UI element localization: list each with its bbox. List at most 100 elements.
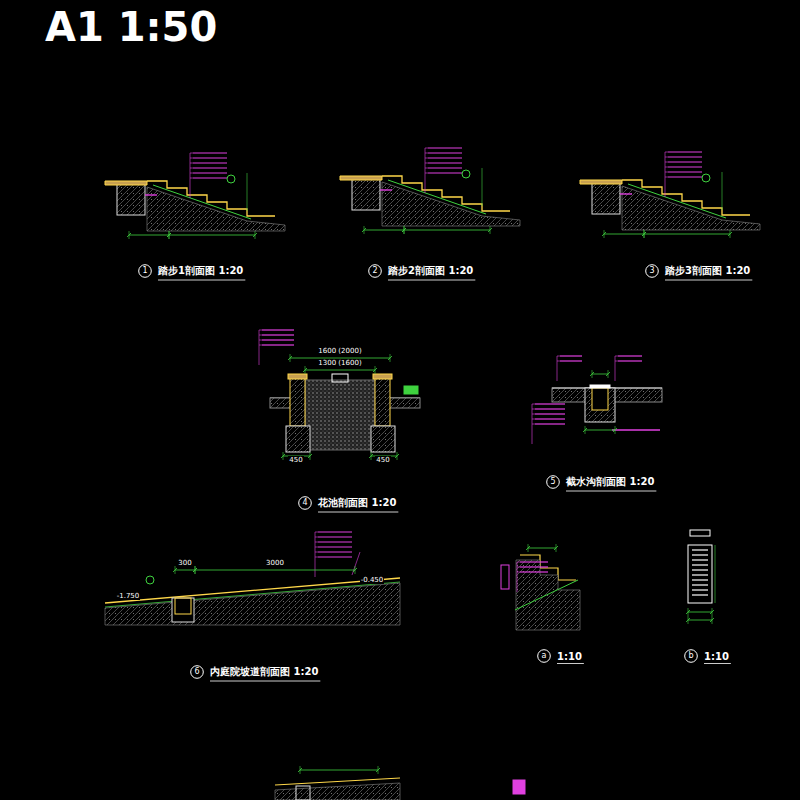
drawing-line — [105, 181, 147, 185]
drawing-line — [665, 152, 666, 197]
drawing-line — [318, 541, 352, 542]
drawing-line — [175, 566, 176, 574]
section-heading: 1:10 — [557, 651, 582, 662]
drawing-block — [117, 183, 145, 215]
drawing-line — [262, 344, 294, 345]
drawing-line — [704, 663, 731, 664]
drawing-line — [517, 567, 520, 568]
drawing-line — [644, 230, 645, 238]
callout-number: a — [537, 649, 551, 663]
drawing-line — [129, 231, 130, 239]
drawing-line — [315, 547, 318, 548]
drawing-line — [517, 562, 520, 563]
section-heading: 花池剖面图 1:20 — [318, 496, 396, 510]
drawing-line — [482, 168, 483, 206]
drawing-line — [195, 566, 196, 574]
drawing-line — [364, 226, 365, 234]
drawing-block — [286, 426, 310, 452]
drawing-line — [556, 544, 557, 552]
drawing-line — [425, 148, 426, 193]
drawing-line — [520, 566, 548, 567]
drawing-line — [668, 176, 702, 177]
callout-number: 5 — [546, 475, 560, 489]
drawing-line — [428, 167, 462, 168]
drawing-line — [490, 226, 491, 234]
callout-number: 3 — [645, 264, 659, 278]
drawing-line — [592, 370, 593, 378]
drawing-line — [193, 152, 227, 153]
section-heading: 1:10 — [704, 651, 729, 662]
drawing-line — [608, 370, 609, 378]
section-callout: 4花池剖面图 1:20 — [298, 496, 312, 510]
drawing-line — [129, 235, 169, 236]
drawing-block — [513, 780, 525, 794]
drawing-line — [378, 766, 379, 774]
drawing-line — [535, 423, 565, 424]
dimension-text: 450 — [288, 456, 303, 464]
drawing-line — [622, 186, 760, 230]
drawing-line — [382, 182, 520, 226]
drawing-line — [692, 559, 708, 560]
drawing-line — [517, 572, 520, 573]
drawing-block — [404, 386, 418, 394]
drawing-line — [145, 194, 157, 195]
drawing-line — [692, 579, 708, 580]
drawing-block — [172, 598, 194, 622]
drawing-line — [305, 370, 375, 371]
drawing-line — [388, 280, 475, 281]
drawing-line — [318, 546, 352, 547]
drawing-line — [535, 413, 565, 414]
drawing-line — [665, 280, 752, 281]
drawing-line — [620, 193, 632, 194]
drawing-line — [557, 663, 584, 664]
drawing-line — [147, 187, 285, 231]
drawing-line — [259, 330, 262, 331]
section-callout: 1踏步1剖面图 1:20 — [138, 264, 152, 278]
drawing-line — [668, 151, 702, 152]
drawing-block — [585, 388, 615, 422]
dimension-text: 300 — [177, 559, 192, 567]
drawing-line — [425, 173, 428, 174]
drawing-line — [315, 542, 318, 543]
dimension-text: -1.750 — [116, 592, 141, 600]
drawing-line — [612, 429, 660, 430]
drawing-line — [688, 608, 689, 616]
drawing-block — [592, 182, 620, 214]
callout-number: b — [684, 649, 698, 663]
sheet-title: A1 1:50 — [45, 4, 217, 50]
drawing-block — [352, 178, 380, 210]
drawing-line — [557, 356, 560, 357]
drawing-line — [247, 173, 248, 211]
drawing-line — [557, 361, 560, 362]
drawing-block — [175, 598, 191, 614]
drawing-line — [193, 167, 227, 168]
drawing-line — [425, 148, 428, 149]
drawing-line — [425, 153, 428, 154]
drawing-line — [355, 566, 356, 574]
drawing-line — [190, 178, 193, 179]
drawing-line — [730, 230, 731, 238]
drawing-line — [615, 426, 616, 434]
drawing-line — [190, 153, 193, 154]
drawing-line — [190, 158, 193, 159]
drawing-line — [665, 167, 668, 168]
section-callout: b1:10 — [684, 649, 698, 663]
drawing-line — [618, 355, 642, 356]
drawing-line — [428, 152, 462, 153]
drawing-line — [615, 361, 618, 362]
drawing-line — [404, 230, 490, 231]
dimension-text: 450 — [375, 456, 390, 464]
drawing-line — [388, 180, 486, 214]
drawing-line — [692, 584, 708, 585]
drawing-line — [668, 166, 702, 167]
drawing-line — [425, 168, 428, 169]
drawing-line — [193, 157, 227, 158]
drawing-line — [318, 512, 398, 513]
drawing-line — [380, 189, 392, 190]
section-heading: 踏步3剖面图 1:20 — [665, 264, 750, 278]
drawing-line — [592, 374, 608, 375]
drawing-line — [262, 329, 294, 330]
drawing-line — [318, 556, 352, 557]
drawing-line — [557, 356, 558, 381]
